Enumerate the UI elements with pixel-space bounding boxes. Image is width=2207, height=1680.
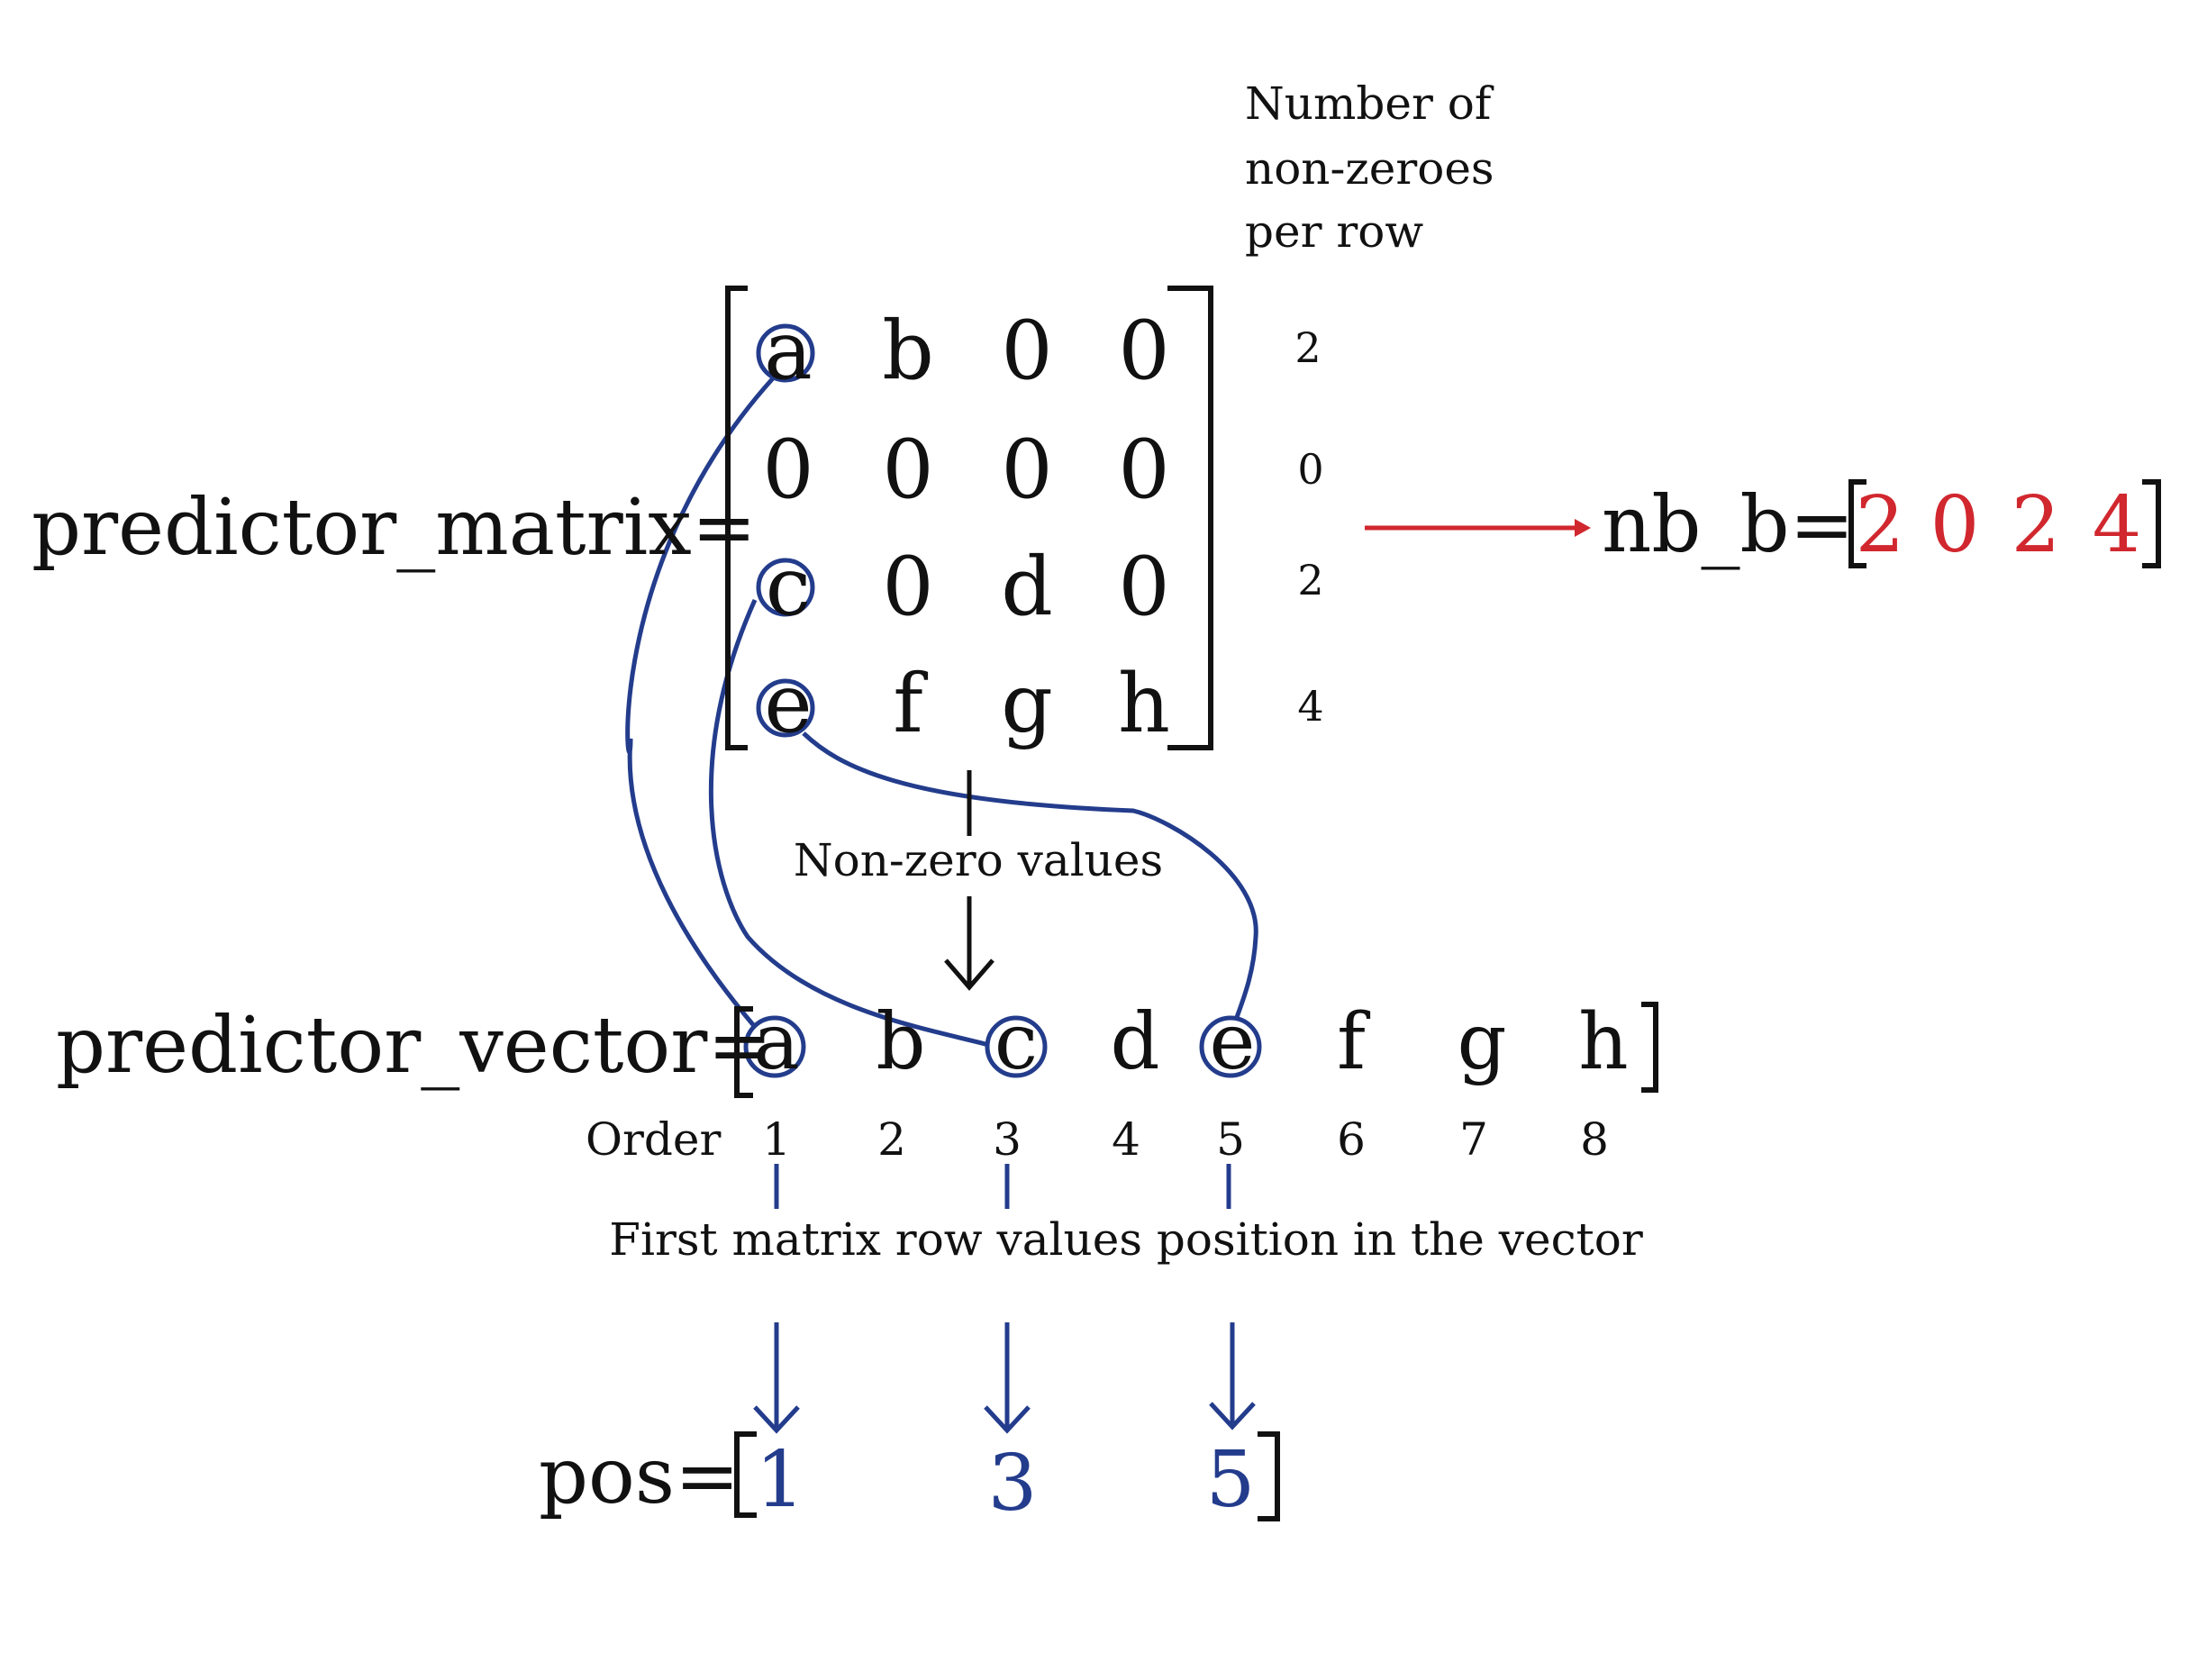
matrix-cell-r4-c1: e xyxy=(764,657,812,751)
matrix-cell-r4-c3: g xyxy=(1001,657,1053,751)
order-value-6: 6 xyxy=(1337,1113,1366,1166)
count-header: Number of non-zeroes per row xyxy=(1245,77,1494,258)
order-value-4: 4 xyxy=(1112,1113,1140,1166)
nb-b-value-2: 0 xyxy=(1930,480,1980,570)
pos-value-2: 3 xyxy=(988,1439,1038,1529)
pos-values: 1 3 5 xyxy=(756,1435,1256,1529)
nb-b-value-3: 2 xyxy=(2012,480,2061,570)
pos-label: pos= xyxy=(539,1431,740,1521)
row-count-1: 2 xyxy=(1294,323,1321,372)
order-label: Order xyxy=(586,1113,721,1166)
matrix-cell-r2-c4: 0 xyxy=(1118,422,1169,517)
vector-left-bracket xyxy=(734,1006,753,1098)
order-value-5: 5 xyxy=(1216,1113,1245,1166)
matrix-cell-r1-c3: 0 xyxy=(1001,304,1052,398)
matrix-cell-r3-c4: 0 xyxy=(1118,540,1169,634)
vector-value-6: f xyxy=(1337,997,1370,1087)
matrix-right-bracket xyxy=(1167,286,1213,750)
matrix-cell-r3-c1: c xyxy=(766,540,811,634)
count-header-line-1: Number of xyxy=(1245,77,1494,130)
matrix-cell-r3-c2: 0 xyxy=(882,540,933,634)
order-values: 1 2 3 4 5 6 7 8 xyxy=(762,1113,1609,1166)
vector-value-8: h xyxy=(1578,997,1628,1087)
vector-label: predictor_vector= xyxy=(56,1001,772,1091)
matrix-cell-r1-c4: 0 xyxy=(1118,304,1169,398)
pos-left-bracket xyxy=(734,1431,757,1518)
matrix-first-element-circles xyxy=(756,323,815,738)
vector-circle-e xyxy=(1199,1015,1262,1078)
red-arrow xyxy=(1365,519,1591,537)
vector-value-7: g xyxy=(1457,997,1506,1087)
row-start-connectors xyxy=(625,377,1258,1048)
count-header-line-2: non-zeroes xyxy=(1245,142,1494,195)
connector-e xyxy=(802,731,1258,1021)
nonzero-label: Non-zero values xyxy=(794,834,1163,886)
matrix-cell-r2-c1: 0 xyxy=(762,422,813,517)
matrix-left-bracket xyxy=(725,286,748,750)
vector-value-1: a xyxy=(753,997,799,1087)
vector-value-5: e xyxy=(1210,997,1256,1087)
row-count-2: 0 xyxy=(1297,445,1323,494)
nb-b-left-bracket xyxy=(1848,479,1866,568)
nb-b-values: 2 0 2 4 xyxy=(1856,480,2142,570)
nb-b-right-bracket xyxy=(2142,479,2161,568)
nb-b-value-1: 2 xyxy=(1856,480,1905,570)
vector-value-3: c xyxy=(995,997,1038,1087)
nb-b-value-4: 4 xyxy=(2093,480,2142,570)
vector-value-2: b xyxy=(876,997,925,1087)
pos-value-1: 1 xyxy=(756,1435,805,1525)
matrix-cell-r1-c1: a xyxy=(764,304,813,398)
count-header-line-3: per row xyxy=(1245,205,1423,258)
matrix-label: predictor_matrix= xyxy=(32,483,757,573)
connector-a xyxy=(625,377,775,1029)
order-value-2: 2 xyxy=(877,1113,906,1166)
pos-right-bracket xyxy=(1258,1431,1280,1521)
pos-value-3: 5 xyxy=(1206,1435,1256,1525)
matrix-circle-e xyxy=(756,678,815,738)
first-row-caption: First matrix row values position in the … xyxy=(609,1213,1643,1266)
matrix-cell-r3-c3: d xyxy=(1001,540,1053,634)
row-count-3: 2 xyxy=(1297,556,1323,604)
matrix-circle-a xyxy=(756,323,815,383)
vector-value-4: d xyxy=(1110,997,1159,1087)
matrix-cell-r4-c2: f xyxy=(893,657,928,751)
first-position-ticks xyxy=(774,1164,1231,1209)
matrix-cell-r2-c3: 0 xyxy=(1001,422,1052,517)
nb-b-label: nb_b= xyxy=(1602,480,1855,570)
connector-c xyxy=(708,598,990,1048)
row-counts: 2 0 2 4 xyxy=(1294,323,1323,731)
order-value-8: 8 xyxy=(1580,1113,1609,1166)
order-value-3: 3 xyxy=(993,1113,1022,1166)
matrix-cell-r1-c2: b xyxy=(882,304,934,398)
row-count-4: 4 xyxy=(1297,682,1323,731)
position-arrows xyxy=(753,1322,1256,1434)
vector-right-bracket xyxy=(1641,1002,1658,1093)
matrix-cell-r2-c2: 0 xyxy=(882,422,933,517)
vector-circle-a xyxy=(743,1015,806,1078)
order-value-7: 7 xyxy=(1459,1113,1488,1166)
order-value-1: 1 xyxy=(762,1113,791,1166)
nonzero-arrow xyxy=(944,770,995,991)
matrix-circle-c xyxy=(756,558,815,617)
matrix-cell-r4-c4: h xyxy=(1118,657,1170,751)
